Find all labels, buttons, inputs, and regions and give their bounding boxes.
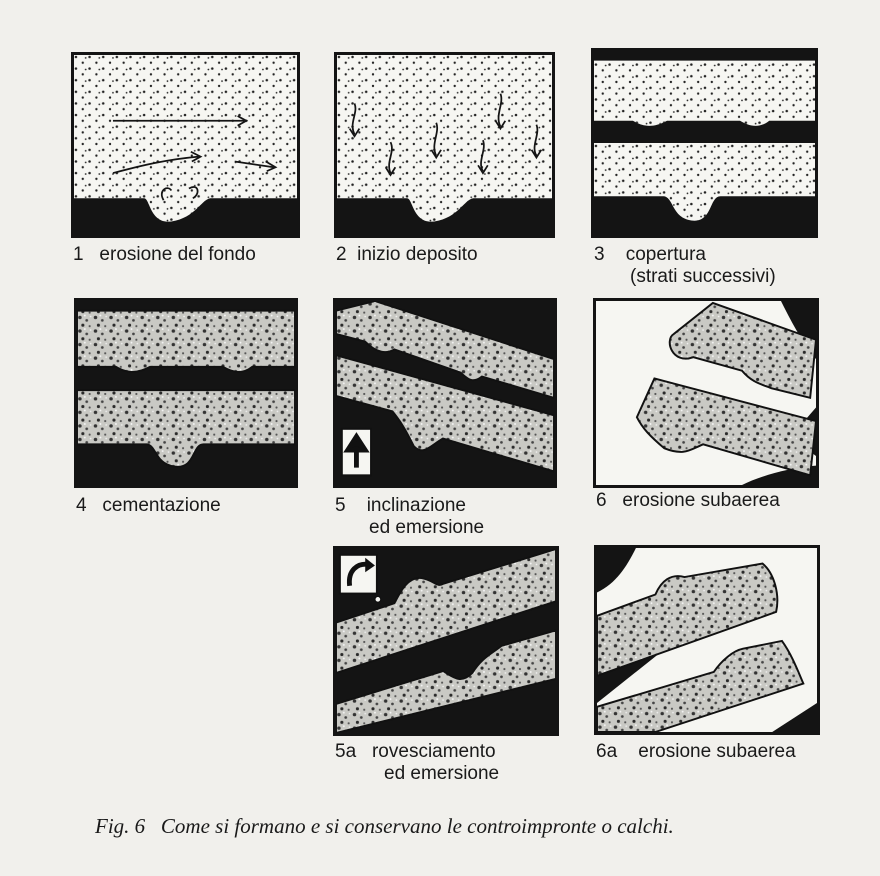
panel-4-illustration xyxy=(77,301,295,485)
caption-panel-5-line2: ed emersione xyxy=(369,517,484,539)
panel-label: copertura xyxy=(626,244,706,265)
panel-label: inclinazione xyxy=(367,495,466,516)
panel-1-illustration xyxy=(74,55,297,235)
panel-6a-erosione-subaerea xyxy=(594,545,820,735)
caption-panel-6a: 6a erosione subaerea xyxy=(596,741,796,763)
figure-caption-text: Come si formano e si conservano le contr… xyxy=(161,814,674,838)
panel-label: erosione del fondo xyxy=(99,244,255,265)
panel-3-copertura xyxy=(591,48,818,238)
caption-panel-5a-line2: ed emersione xyxy=(384,763,499,785)
panel-5a-rovesciamento xyxy=(333,546,559,736)
caption-panel-5: 5 inclinazione xyxy=(335,495,466,517)
panel-label: inizio deposito xyxy=(357,244,477,265)
panel-5a-illustration xyxy=(336,549,556,733)
panel-number: 5 xyxy=(335,495,346,517)
panel-4-cementazione xyxy=(74,298,298,488)
panel-3-illustration xyxy=(594,51,815,235)
caption-panel-6: 6 erosione subaerea xyxy=(596,490,780,512)
panel-label: cementazione xyxy=(102,495,220,516)
panel-label: erosione subaerea xyxy=(622,490,779,511)
caption-panel-3: 3 copertura xyxy=(594,244,706,266)
panel-1-erosione-del-fondo xyxy=(71,52,300,238)
panel-label-2: (strati successivi) xyxy=(630,266,776,287)
panel-5-illustration xyxy=(336,301,554,485)
panel-label-2: ed emersione xyxy=(369,517,484,538)
panel-label-2: ed emersione xyxy=(384,763,499,784)
panel-5-inclinazione xyxy=(333,298,557,488)
panel-number: 3 xyxy=(594,244,605,266)
panel-number: 6a xyxy=(596,741,617,763)
panel-6a-illustration xyxy=(597,548,817,732)
panel-6-erosione-subaerea xyxy=(593,298,819,488)
panel-6-illustration xyxy=(596,301,816,485)
panel-number: 2 xyxy=(336,244,347,266)
panel-number: 6 xyxy=(596,490,607,512)
panel-2-illustration xyxy=(337,55,552,235)
caption-panel-2: 2 inizio deposito xyxy=(336,244,478,266)
figure-caption: Fig. 6 Come si formano e si conservano l… xyxy=(95,814,674,839)
caption-panel-5a: 5a rovesciamento xyxy=(335,741,496,763)
panel-2-inizio-deposito xyxy=(334,52,555,238)
panel-number: 5a xyxy=(335,741,356,763)
caption-panel-1: 1 erosione del fondo xyxy=(73,244,256,266)
figure-number: Fig. 6 xyxy=(95,814,145,838)
panel-label: erosione subaerea xyxy=(638,741,795,762)
panel-number: 1 xyxy=(73,244,84,266)
caption-panel-3-line2: (strati successivi) xyxy=(630,266,776,288)
caption-panel-4: 4 cementazione xyxy=(76,495,221,517)
panel-label: rovesciamento xyxy=(372,741,496,762)
panel-number: 4 xyxy=(76,495,87,517)
